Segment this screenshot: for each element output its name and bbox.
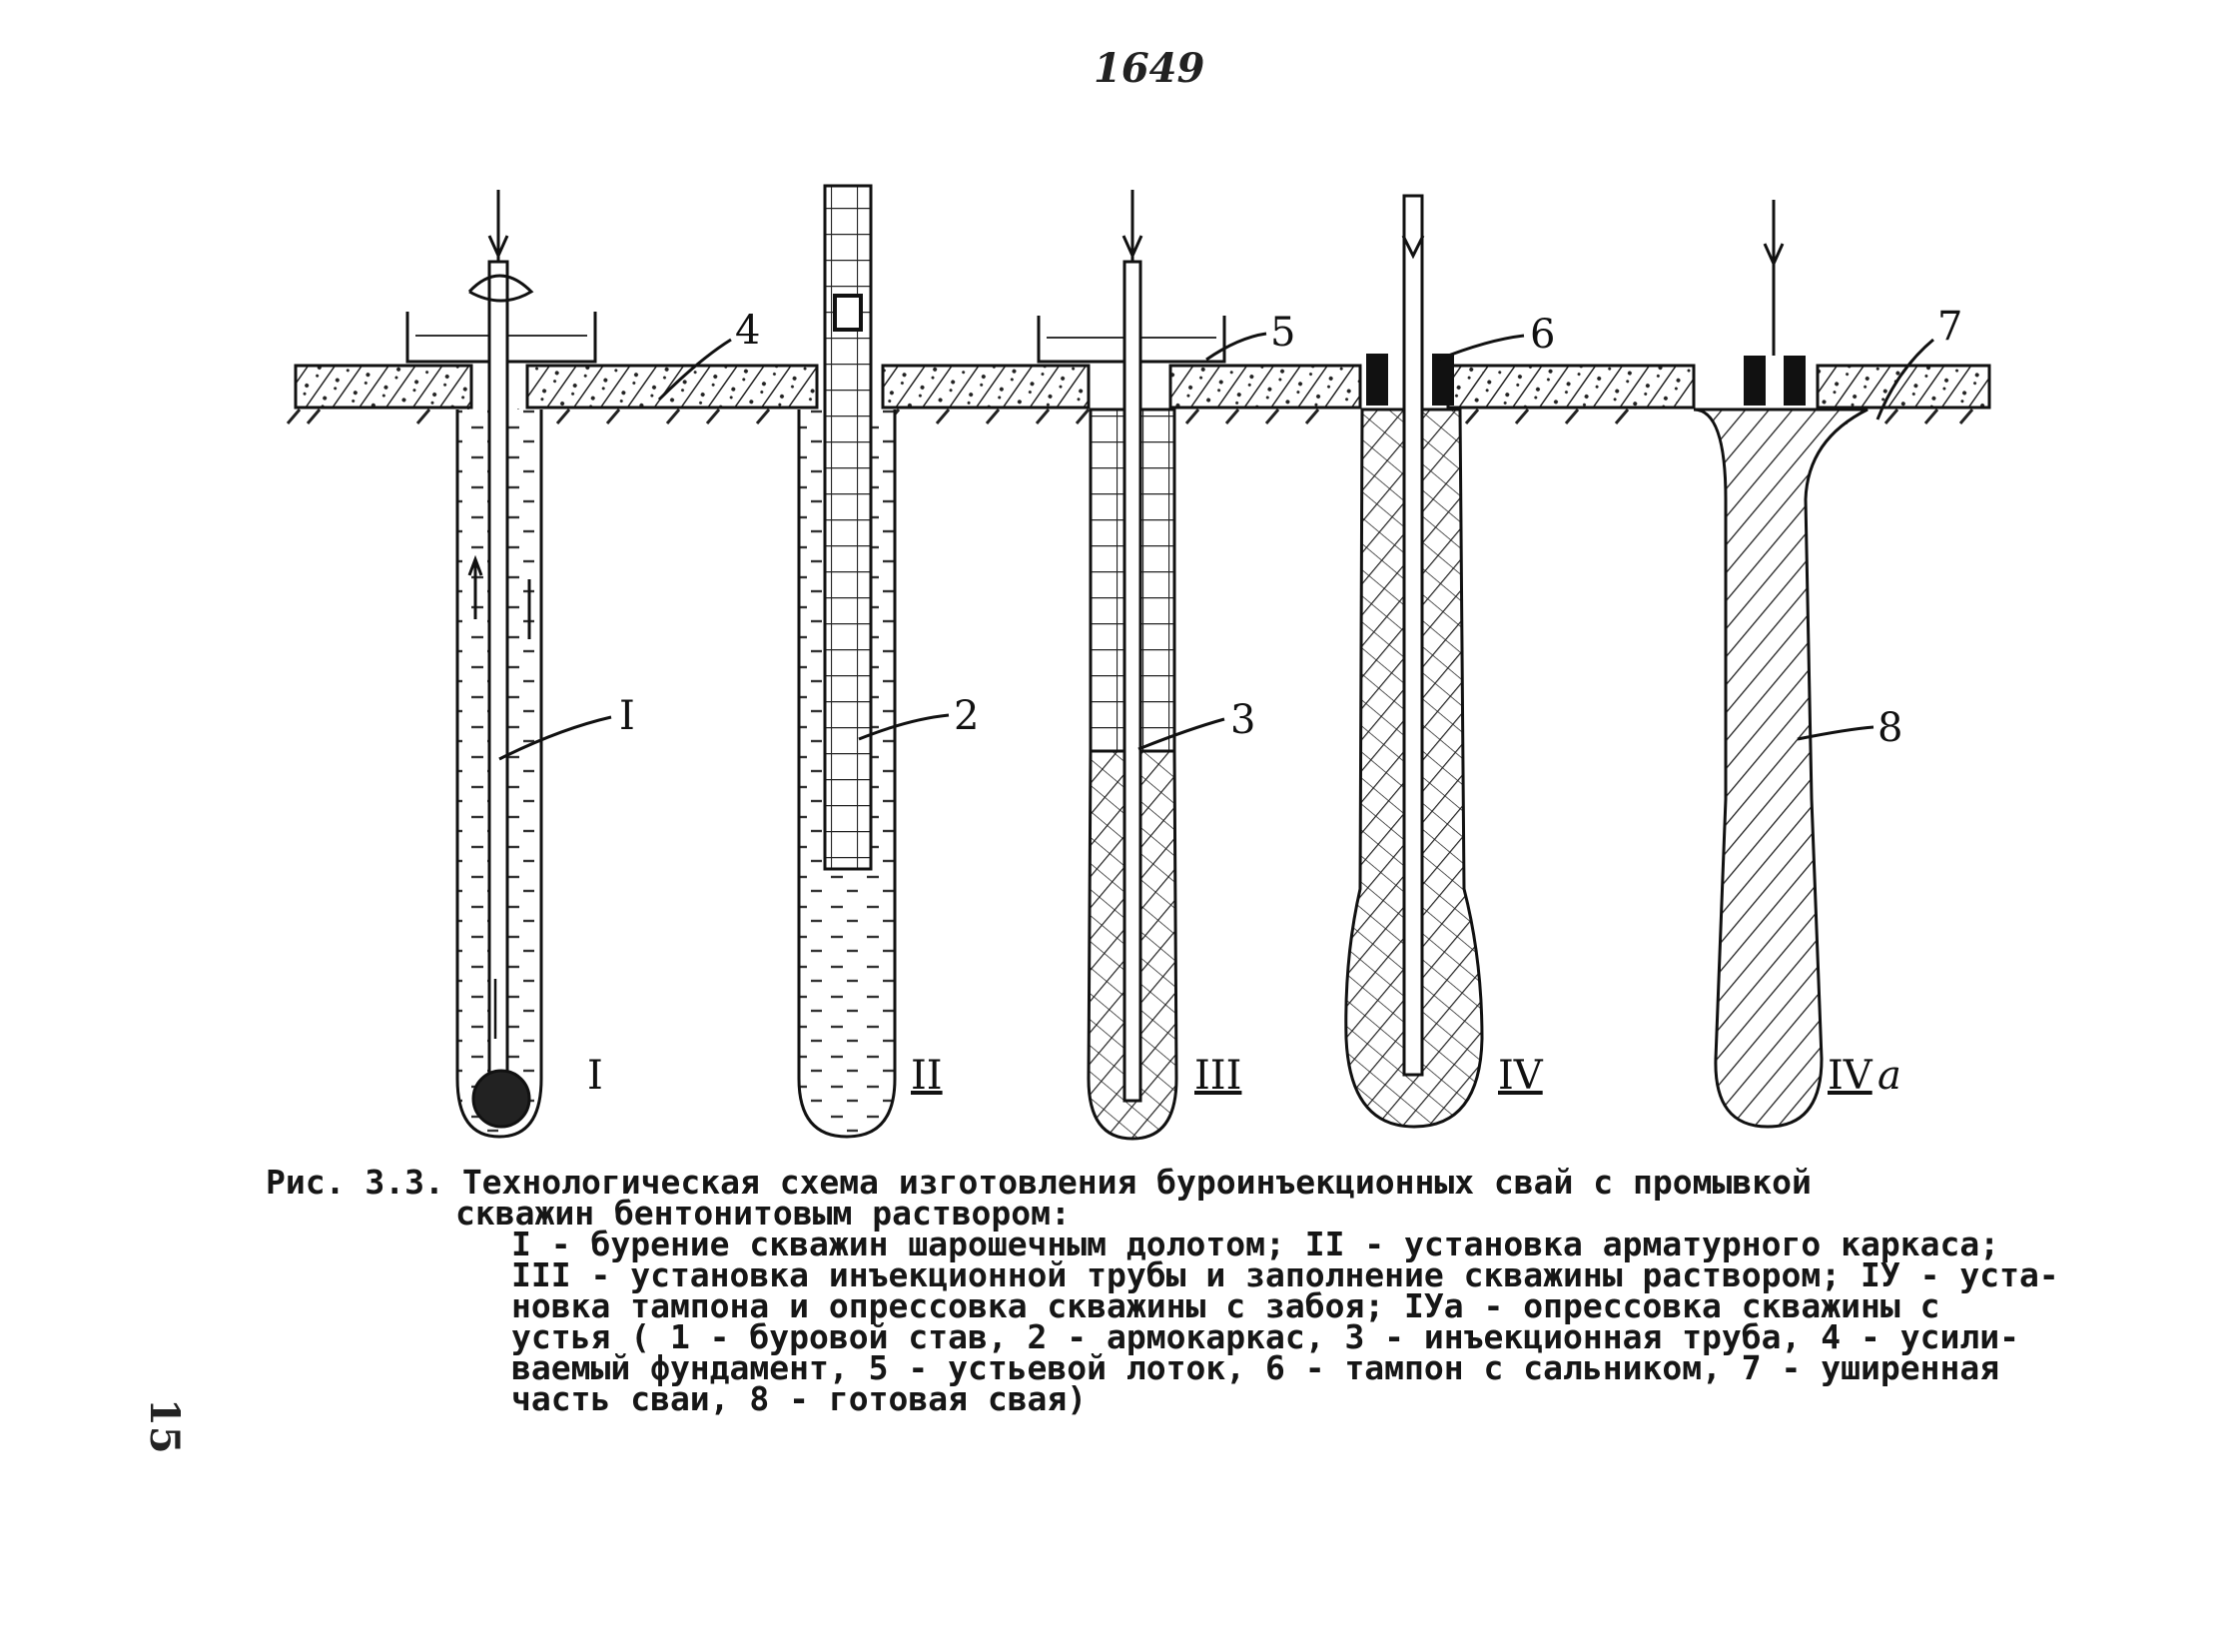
reinforcement-cage [823, 184, 873, 871]
stage-label-4a: IV [1828, 1053, 1873, 1099]
stage-label-1: I [587, 1053, 603, 1099]
callout-leaders [498, 332, 1934, 761]
drill-rod [487, 260, 509, 1093]
stage-2-cage [797, 184, 897, 1139]
caption-line-2: III - установка инъекционной трубы и зап… [511, 1255, 2059, 1294]
caption-first-line: Рис. 3.3. Технологическая схема изготовле… [266, 1166, 2063, 1199]
tampon-4a-left [1744, 356, 1766, 406]
rotation-arrow [467, 274, 534, 303]
foundation-slab [294, 364, 1991, 410]
stage-4-tampon [1344, 194, 1484, 1129]
stage-label-3: III [1194, 1053, 1241, 1099]
figure-caption: Рис. 3.3. Технологическая схема изготовле… [266, 1166, 2063, 1418]
tampon-left [1366, 354, 1388, 406]
stage-labels: I II III IV IV a [587, 1053, 1901, 1099]
side-page-number: 15 [141, 1398, 188, 1454]
callout-3: 3 [1230, 697, 1255, 743]
caption-line-3: новка тампона и опрессовка скважины с за… [511, 1286, 1940, 1325]
stage-label-4a-suffix: a [1877, 1053, 1901, 1099]
caption-line-1: I - бурение скважин шарошечным долотом; … [511, 1225, 2000, 1263]
callout-6: 6 [1530, 312, 1555, 358]
tampon-4a-right [1784, 356, 1806, 406]
foundation-segment-4 [1168, 364, 1362, 410]
stage-label-4: IV [1498, 1053, 1544, 1099]
caption-line-6: часть сваи, 8 - готовая свая) [511, 1379, 1088, 1418]
caption-line-5: ваемый фундамент, 5 - устьевой лоток, 6 … [511, 1348, 2000, 1387]
caption-line-4: устья ( 1 - буровой став, 2 - армокаркас… [511, 1317, 2019, 1356]
caption-title-2: скважин бентонитовым раствором: [455, 1194, 1071, 1233]
callout-1: I [619, 693, 635, 739]
callout-4: 4 [735, 308, 760, 354]
stage-3-injection [1037, 190, 1226, 1141]
foundation-segment-3 [881, 364, 1091, 410]
roller-bit [471, 1069, 531, 1129]
page-number: 1649 [1094, 45, 1205, 92]
callout-7: 7 [1937, 304, 1962, 350]
foundation-segment-1 [294, 364, 473, 410]
finished-pile [1693, 408, 1868, 1129]
stage-1-drilling [405, 190, 597, 1139]
injection-pipe [1122, 260, 1142, 1103]
callout-8: 8 [1877, 705, 1902, 751]
cage-clamp [833, 294, 863, 332]
callout-labels: I 2 3 4 5 6 7 8 [619, 304, 1962, 751]
stage-4-pipe [1402, 194, 1424, 1077]
foundation-segment-5 [1446, 364, 1696, 410]
callout-5: 5 [1270, 310, 1295, 356]
callout-2: 2 [954, 693, 979, 739]
tampon-right [1432, 354, 1454, 406]
stage-4a-mouth-pressure [1693, 200, 1868, 1129]
caption-lead: Рис. 3.3. [266, 1163, 444, 1202]
caption-title-1: Технологическая схема изготовления бурои… [461, 1163, 1812, 1202]
stage-label-2: II [911, 1053, 943, 1099]
